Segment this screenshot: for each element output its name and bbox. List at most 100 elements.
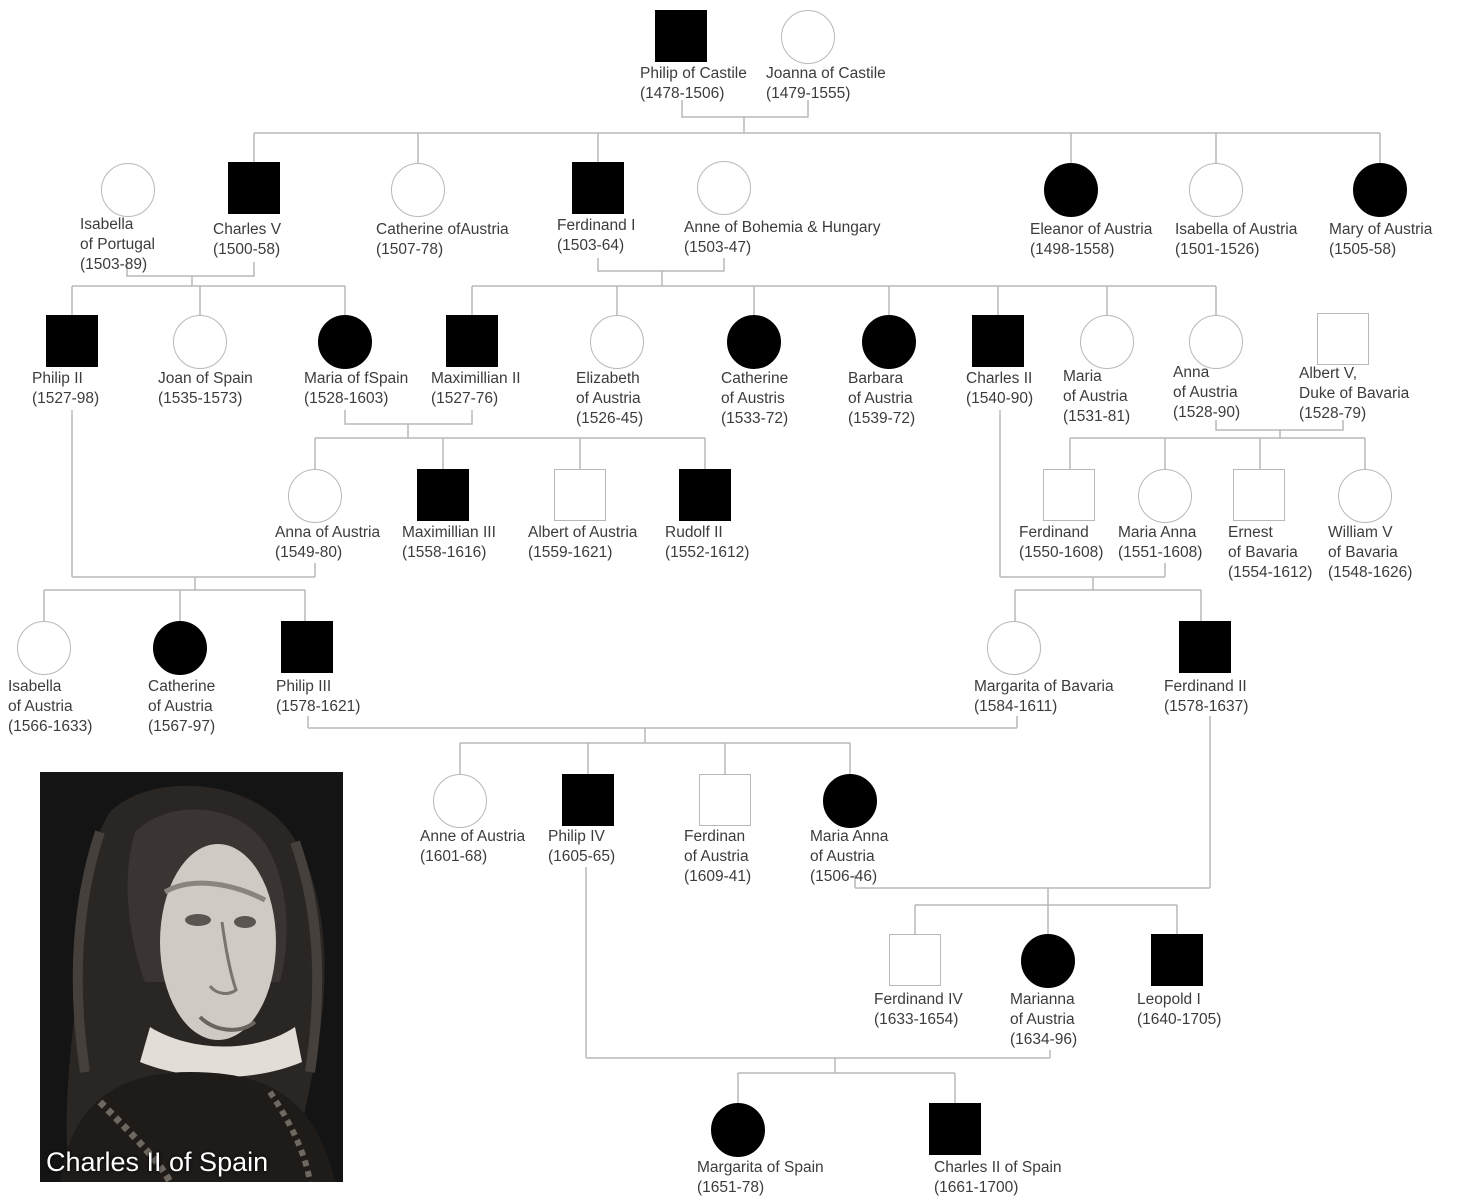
person-label-line: (1558-1616)	[402, 544, 487, 561]
person-symbol-philip-iv	[562, 774, 614, 826]
person-label-line: (1554-1612)	[1228, 564, 1313, 581]
person-label-line: (1584-1611)	[974, 698, 1058, 715]
person-symbol-catherine-austris	[727, 315, 781, 369]
person-label-anna-austria-1549: Anna of Austria(1549-80)	[275, 523, 380, 563]
person-label-line: Joanna of Castile	[766, 65, 886, 82]
portrait-image: Charles II of Spain	[40, 772, 343, 1182]
person-label-line: Philip IV	[548, 828, 605, 845]
person-symbol-ernest-bavaria	[1233, 469, 1285, 521]
person-label-leopold-i: Leopold I(1640-1705)	[1137, 990, 1221, 1030]
person-label-line: of Bavaria	[1228, 544, 1298, 561]
person-label-line: Anna	[1173, 364, 1210, 381]
person-label-line: (1503-64)	[557, 237, 625, 254]
person-label-line: of Austris	[721, 390, 785, 407]
person-label-line: (1578-1621)	[276, 698, 361, 715]
person-label-line: of Bavaria	[1328, 544, 1398, 561]
person-label-maria-spain: Maria of fSpain(1528-1603)	[304, 369, 408, 409]
person-label-line: (1528-79)	[1299, 405, 1367, 422]
portrait-drawing	[40, 772, 343, 1182]
person-label-charles-v: Charles V(1500-58)	[213, 220, 281, 260]
person-label-ferdinand-1550: Ferdinand(1550-1608)	[1019, 523, 1103, 563]
person-label-line: Rudolf II	[665, 524, 723, 541]
person-symbol-maximilian-ii	[446, 315, 498, 367]
person-label-charles-ii-1540: Charles II(1540-90)	[966, 369, 1033, 409]
person-symbol-joanna-castile	[781, 10, 835, 64]
person-label-line: (1651-78)	[697, 1179, 765, 1196]
person-label-ferdinand-i: Ferdinand I (1503-64)	[557, 216, 635, 256]
person-symbol-albert-v	[1317, 313, 1369, 365]
person-symbol-philip-ii	[46, 315, 98, 367]
person-label-line: (1528-90)	[1173, 404, 1241, 421]
person-label-albert-v: Albert V,Duke of Bavaria(1528-79)	[1299, 364, 1409, 424]
person-symbol-charles-ii-spain	[929, 1103, 981, 1155]
person-label-line: (1506-46)	[810, 868, 878, 885]
person-label-line: Albert of Austria	[528, 524, 638, 541]
person-symbol-charles-v	[228, 162, 280, 214]
person-symbol-anne-bohemia	[697, 161, 751, 215]
person-symbol-maximilian-iii	[417, 469, 469, 521]
person-label-philip-iv: Philip IV(1605-65)	[548, 827, 615, 867]
person-label-line: Marianna	[1010, 991, 1075, 1008]
person-label-anne-bohemia: Anne of Bohemia & Hungary(1503-47)	[684, 218, 880, 258]
person-label-ferdinand-iv: Ferdinand IV(1633-1654)	[874, 990, 963, 1030]
person-label-line: Catherine ofAustria	[376, 221, 509, 238]
person-symbol-philip-iii	[281, 621, 333, 673]
person-label-line: Barbara	[848, 370, 904, 387]
person-label-anne-austria-1601: Anne of Austria(1601-68)	[420, 827, 525, 867]
person-symbol-isabella-portugal	[101, 163, 155, 217]
person-label-line: (1539-72)	[848, 410, 916, 427]
person-label-line: (1566-1633)	[8, 718, 93, 735]
person-label-line: Isabella	[8, 678, 62, 695]
person-label-line: Maria of fSpain	[304, 370, 409, 387]
person-label-line: (1578-1637)	[1164, 698, 1249, 715]
person-symbol-isabella-austria-1501	[1189, 163, 1243, 217]
person-label-isabella-austria-1501: Isabella of Austria(1501-1526)	[1175, 220, 1297, 260]
person-label-line: (1548-1626)	[1328, 564, 1413, 581]
person-label-maria-anna-1551: Maria Anna(1551-1608)	[1118, 523, 1202, 563]
person-label-line: (1505-58)	[1329, 241, 1397, 258]
person-label-line: of Austria	[1063, 388, 1128, 405]
person-symbol-maria-anna-austria	[823, 774, 877, 828]
person-label-line: Catherine	[721, 370, 789, 387]
person-label-philip-iii: Philip III(1578-1621)	[276, 677, 360, 717]
person-symbol-rudolf-ii	[679, 469, 731, 521]
person-symbol-william-v	[1338, 469, 1392, 523]
person-label-margarita-spain: Margarita of Spain(1651-78)	[697, 1158, 824, 1196]
person-symbol-margarita-bavaria	[987, 621, 1041, 675]
person-symbol-ferdinand-ii	[1179, 621, 1231, 673]
person-symbol-ferdinand-1550	[1043, 469, 1095, 521]
person-label-line: (1500-58)	[213, 241, 281, 258]
person-label-line: (1498-1558)	[1030, 241, 1115, 258]
person-label-line: of Austria	[848, 390, 913, 407]
person-label-ferdinand-ii: Ferdinand II (1578-1637)	[1164, 677, 1248, 717]
person-symbol-catherine-austria-1507	[391, 163, 445, 217]
person-label-line: Ferdinand I	[557, 217, 636, 234]
person-label-line: Catherine	[148, 678, 216, 695]
person-label-joanna-castile: Joanna of Castile (1479-1555)	[766, 64, 886, 104]
person-label-line: (1526-45)	[576, 410, 644, 427]
person-label-line: (1527-98)	[32, 390, 100, 407]
person-symbol-ferdinand-iv	[889, 934, 941, 986]
person-label-maximilian-ii: Maximillian II(1527-76)	[431, 369, 521, 409]
person-label-line: Maximillian II	[431, 370, 521, 387]
person-label-line: Ferdinand II	[1164, 678, 1247, 695]
person-label-line: Leopold I	[1137, 991, 1201, 1008]
person-symbol-maria-austria-1531	[1080, 315, 1134, 369]
person-symbol-marianna-austria	[1021, 934, 1075, 988]
person-label-line: of Austria	[148, 698, 213, 715]
person-label-eleanor-austria: Eleanor of Austria(1498-1558)	[1030, 220, 1152, 260]
person-label-line: Isabella	[80, 216, 134, 233]
person-label-line: of Austria	[684, 848, 749, 865]
person-label-line: (1633-1654)	[874, 1011, 959, 1028]
person-label-line: Margarita of Bavaria	[974, 678, 1114, 695]
person-label-charles-ii-spain: Charles II of Spain(1661-1700)	[934, 1158, 1062, 1196]
person-label-line: (1479-1555)	[766, 85, 851, 102]
person-symbol-margarita-spain	[711, 1103, 765, 1157]
